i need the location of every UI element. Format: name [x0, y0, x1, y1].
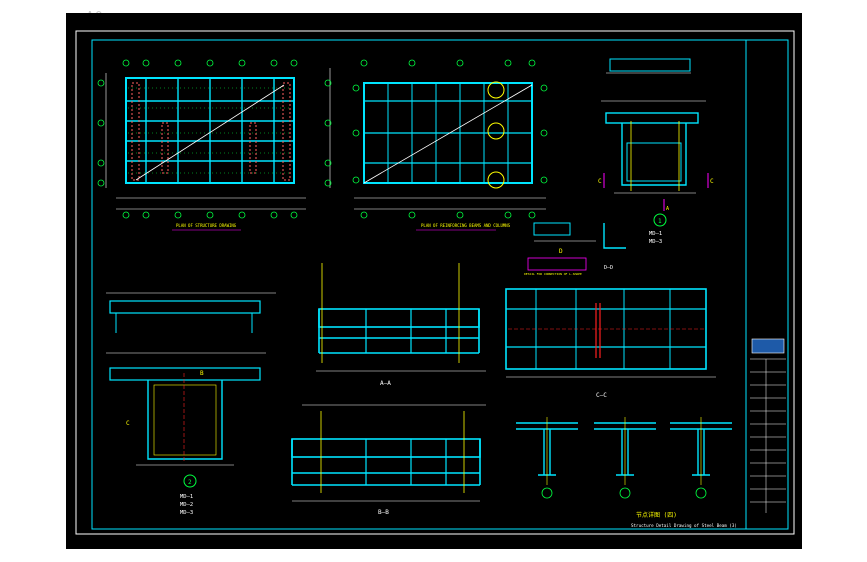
- title-strip: Structure Detail Drawing of Steel Beam (…: [631, 523, 737, 528]
- grid-bubble: [540, 84, 548, 92]
- grid-bubble: [97, 159, 105, 167]
- grid-bubble: [528, 59, 536, 67]
- grid-bubble: [97, 119, 105, 127]
- mark-c-md: C: [126, 420, 130, 427]
- grid-bubble: [324, 79, 332, 87]
- section-cc-label: C—C: [596, 392, 607, 399]
- mark-1: 1: [658, 218, 662, 225]
- grid-bubble: [122, 211, 130, 219]
- section-cc: C—C: [505, 288, 716, 399]
- grid-bubble: [360, 211, 368, 219]
- grid-bubble: [174, 211, 182, 219]
- grid-bubble: [619, 487, 631, 499]
- md-label-3: MD—3: [180, 510, 193, 516]
- grid-bubble: [504, 211, 512, 219]
- grid-bubble: [352, 84, 360, 92]
- mark-a: A: [666, 206, 669, 212]
- plan-view-left: PLAN OF STRUCTURE DRAWING: [97, 59, 332, 231]
- outer-frame: [75, 30, 795, 535]
- md-label-2: MD—2: [180, 502, 193, 508]
- grid-bubble: [142, 59, 150, 67]
- grid-bubble: [541, 487, 553, 499]
- grid-bubble: [504, 59, 512, 67]
- grid-bubble: [206, 211, 214, 219]
- cad-sheet: PLAN OF STRUCTURE DRAWING PLAN OF REINFO…: [66, 13, 802, 549]
- plan-left-caption: PLAN OF STRUCTURE DRAWING: [176, 223, 237, 228]
- grid-bubble: [270, 59, 278, 67]
- grid-bubble: [408, 211, 416, 219]
- grid-bubble: [540, 129, 548, 137]
- grid-bubble: [324, 119, 332, 127]
- plan-right-caption: PLAN OF REINFORCING BEAMS AND COLUMNS: [421, 223, 511, 228]
- node-details: 节点详图 (四) Structure Detail Drawing of Ste…: [516, 417, 737, 528]
- mark-c-left: C: [598, 178, 602, 185]
- grid-bubble: [206, 59, 214, 67]
- section-aa: A—A: [316, 263, 486, 387]
- grid-bubble: [238, 211, 246, 219]
- grid-bubble: [540, 176, 548, 184]
- grid-bubble: [352, 129, 360, 137]
- grid-bubble: [290, 59, 298, 67]
- grid-bubble: [360, 59, 368, 67]
- grid-bubble: [290, 211, 298, 219]
- plan-view-right: PLAN OF REINFORCING BEAMS AND COLUMNS: [352, 59, 548, 231]
- node-caption: 节点详图 (四): [636, 511, 677, 519]
- grid-bubble: [456, 211, 464, 219]
- section-aa-label: A—A: [380, 380, 391, 387]
- grid-bubble: [97, 79, 105, 87]
- cad-drawing: PLAN OF STRUCTURE DRAWING PLAN OF REINFO…: [75, 30, 795, 535]
- grid-bubble: [695, 487, 707, 499]
- grid-bubble: [352, 176, 360, 184]
- grid-bubble: [528, 211, 536, 219]
- grid-bubble: [456, 59, 464, 67]
- detail-d: D D—D DETAIL FOR CONNECTION OF L-SHAPE: [524, 222, 626, 276]
- grid-bubble: [142, 211, 150, 219]
- mark-d: D: [559, 248, 563, 255]
- mark-b: B: [200, 370, 204, 377]
- mark-2: 2: [188, 479, 192, 486]
- grid-bubble: [174, 59, 182, 67]
- grid-bubble: [408, 59, 416, 67]
- mark-c-right: C: [710, 178, 714, 185]
- grid-bubble: [97, 179, 105, 187]
- section-bb: B—B: [291, 404, 486, 516]
- grid-bubble: [324, 159, 332, 167]
- md-right-3: MD—3: [649, 239, 662, 245]
- company-logo: [751, 338, 785, 354]
- detail-md-1: C C 1 MD—1 MD—3 A: [598, 58, 714, 245]
- detail-caption: DETAIL FOR CONNECTION OF L-SHAPE: [524, 272, 582, 276]
- md-label-1: MD—1: [180, 494, 193, 500]
- grid-bubble: [122, 59, 130, 67]
- title-block: [750, 338, 786, 513]
- section-md-left: 2 MD—1 MD—2 MD—3 C B: [106, 292, 276, 516]
- section-bb-label: B—B: [378, 509, 389, 516]
- grid-bubble: [238, 59, 246, 67]
- md-right-1: MD—1: [649, 231, 662, 237]
- section-dd: D—D: [604, 265, 613, 271]
- grid-bubble: [324, 179, 332, 187]
- inner-frame: [91, 39, 789, 530]
- grid-bubble: [270, 211, 278, 219]
